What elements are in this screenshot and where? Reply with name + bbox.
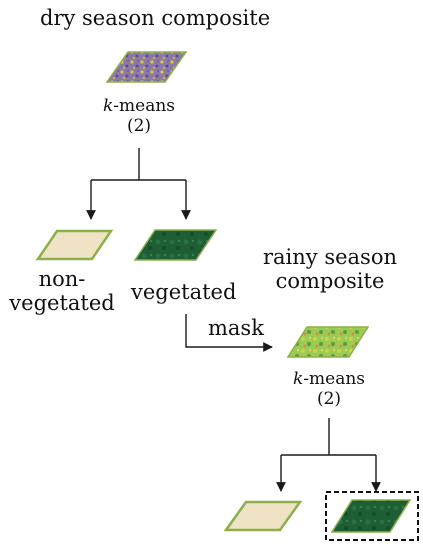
rainy-composite-image [286,326,370,358]
mask-label: mask [208,316,264,340]
kmeans-bottom-count: (2) [316,388,342,409]
vegetated-label: vegetated [131,280,237,304]
mask-arrow [185,314,273,352]
kmeans-top-rest: -means [113,96,176,116]
non-vegetated-image [35,229,114,261]
kmeans-top-k: k [102,96,114,116]
non-vegetated-label: non- vegetated [6,267,118,315]
kmeans-top-label: k-means (2) [99,96,179,136]
kmeans-bottom-label: k-means (2) [289,369,369,409]
result-non-vegetated-image [223,500,303,532]
rainy-line2: composite [275,269,385,294]
selected-result-box [325,491,419,541]
rainy-line1: rainy season [262,245,397,269]
non-vegetated-line1: non- [38,267,86,291]
result-vegetated-image [330,499,412,533]
dry-season-title: dry season composite [40,6,271,30]
dry-composite-image [105,51,188,83]
kmeans-top-count: (2) [126,115,152,136]
non-vegetated-line2: vegetated [9,291,115,316]
rainy-season-label: rainy season composite [255,245,405,293]
vegetated-image [133,229,218,261]
kmeans-bottom-rest: -means [303,369,366,389]
kmeans-bottom-k: k [292,369,304,389]
